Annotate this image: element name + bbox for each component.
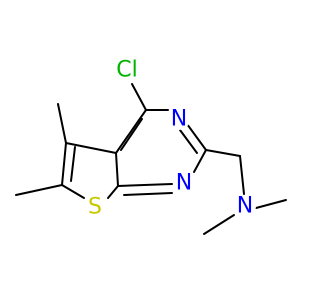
bond-c5-methyl xyxy=(57,103,67,144)
atom-nitrogen-amine: N xyxy=(234,194,256,219)
bond-c2-n1 xyxy=(193,149,207,173)
bond-c6-s xyxy=(61,184,85,199)
atom-labels: Cl N N S N xyxy=(84,57,256,220)
atom-nitrogen-3: N xyxy=(168,107,190,132)
atom-label-n3: N xyxy=(171,107,187,132)
bond-n-methyl-b xyxy=(255,199,287,209)
bond-n3-c2 xyxy=(186,123,207,151)
atom-chlorine: Cl xyxy=(114,57,140,83)
atom-label-s: S xyxy=(88,195,102,220)
bond-n3-c2-double xyxy=(179,129,198,154)
bond-c4a-c5 xyxy=(65,142,117,154)
atom-label-nme2: N xyxy=(237,194,253,219)
bond-c5-c6 xyxy=(61,142,67,186)
bond-ch2-n xyxy=(239,155,245,195)
bond-c7a-c4a xyxy=(115,152,119,187)
bond-c4-c4a xyxy=(115,109,147,154)
bond-n-methyl-a xyxy=(203,214,235,235)
bond-c4-cl xyxy=(131,83,147,111)
bond-n1-c7a xyxy=(117,183,173,187)
bonds xyxy=(15,83,287,235)
bond-c6-methyl xyxy=(15,184,63,196)
bond-s-c7a xyxy=(107,185,119,199)
molecule-structure-diagram: Cl N N S N xyxy=(15,57,287,235)
atom-sulfur: S xyxy=(84,195,106,220)
bond-c2-ch2 xyxy=(205,149,241,157)
bond-c4-c4a-double xyxy=(120,118,143,151)
atom-label-cl: Cl xyxy=(116,58,137,83)
atom-label-n1: N xyxy=(176,171,192,196)
bond-c5-c6-double xyxy=(70,146,76,182)
atom-nitrogen-1: N xyxy=(173,171,195,196)
bond-n1-c7a-double xyxy=(123,192,173,196)
